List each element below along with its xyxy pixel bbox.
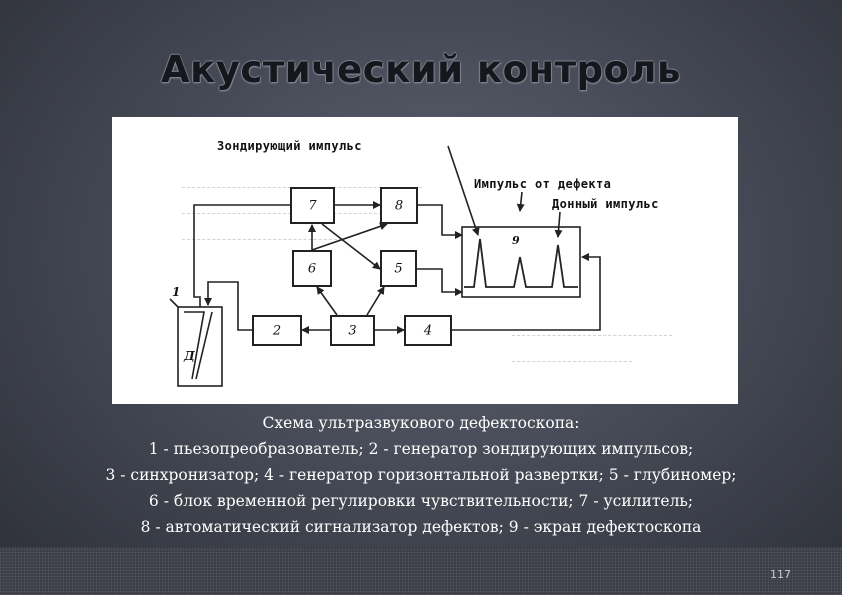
arrow-3-to-5 — [366, 286, 385, 316]
block-number: 7 — [308, 198, 317, 213]
arrow-8-to-9 — [418, 204, 463, 239]
pointer-bottom-pulse — [554, 211, 563, 238]
caption-line: 1 - пьезопреобразователь; 2 - генератор … — [148, 440, 694, 458]
block-number: 6 — [307, 261, 317, 276]
arrow-2-to-probe — [204, 281, 252, 331]
block-2-pulse-generator: 2 — [252, 315, 302, 346]
block-number: 8 — [394, 198, 404, 213]
screen-frame — [461, 226, 581, 298]
defect-letter: Д — [184, 349, 195, 363]
scan-artifact-line — [512, 335, 672, 336]
block-diagram-figure: Зондирующий импульс Импульс от дефекта Д… — [112, 117, 738, 404]
scan-artifact-line — [512, 361, 632, 362]
screen-waveform — [464, 238, 578, 288]
caption-line: 8 - автоматический сигнализатор дефектов… — [140, 518, 702, 536]
slide-title: Акустический контроль — [161, 48, 681, 91]
arrow-4-to-9 — [452, 253, 601, 331]
label-bottom-pulse: Донный импульс — [552, 197, 659, 211]
pointer-probe-pulse — [447, 145, 480, 236]
probe-pointer-line — [169, 298, 179, 308]
wire-probe-to-7 — [193, 204, 290, 307]
caption-line: 6 - блок временной регулировки чувствите… — [148, 492, 694, 510]
block-8-defect-alarm: 8 — [380, 187, 418, 224]
arrow-5-to-9 — [417, 268, 463, 296]
pointer-defect-pulse — [516, 191, 525, 212]
screen-number: 9 — [512, 234, 520, 247]
probe-housing — [177, 306, 223, 387]
scan-artifact-line — [182, 239, 342, 240]
block-5-depth-gauge: 5 — [380, 250, 417, 287]
caption-line: 3 - синхронизатор; 4 - генератор горизон… — [105, 466, 737, 484]
probe-beam-reflect — [195, 311, 213, 380]
page-number: 117 — [770, 568, 791, 581]
arrow-3-to-6 — [316, 286, 338, 316]
block-number: 4 — [423, 323, 433, 338]
figure-caption: Схема ультразвукового дефектоскопа: 1 - … — [0, 410, 842, 540]
block-3-synchronizer: 3 — [330, 315, 375, 346]
block-number: 2 — [272, 323, 282, 338]
probe-number: 1 — [172, 285, 181, 299]
arrow-6-to-8 — [311, 222, 388, 251]
arrow-7-to-5 — [321, 223, 381, 270]
label-probe-pulse: Зондирующий импульс — [217, 139, 362, 153]
block-7-amplifier: 7 — [290, 187, 335, 224]
block-6-sensitivity-control: 6 — [292, 250, 332, 287]
scan-artifact-line — [182, 213, 382, 214]
block-number: 5 — [394, 261, 403, 276]
footer-bar — [0, 547, 842, 595]
block-4-sweep-generator: 4 — [404, 315, 452, 346]
diagram-connections — [169, 145, 601, 387]
label-defect-pulse: Импульс от дефекта — [474, 177, 612, 191]
block-number: 3 — [348, 323, 357, 338]
caption-line: Схема ультразвукового дефектоскопа: — [262, 414, 580, 432]
probe-beam — [184, 311, 205, 380]
